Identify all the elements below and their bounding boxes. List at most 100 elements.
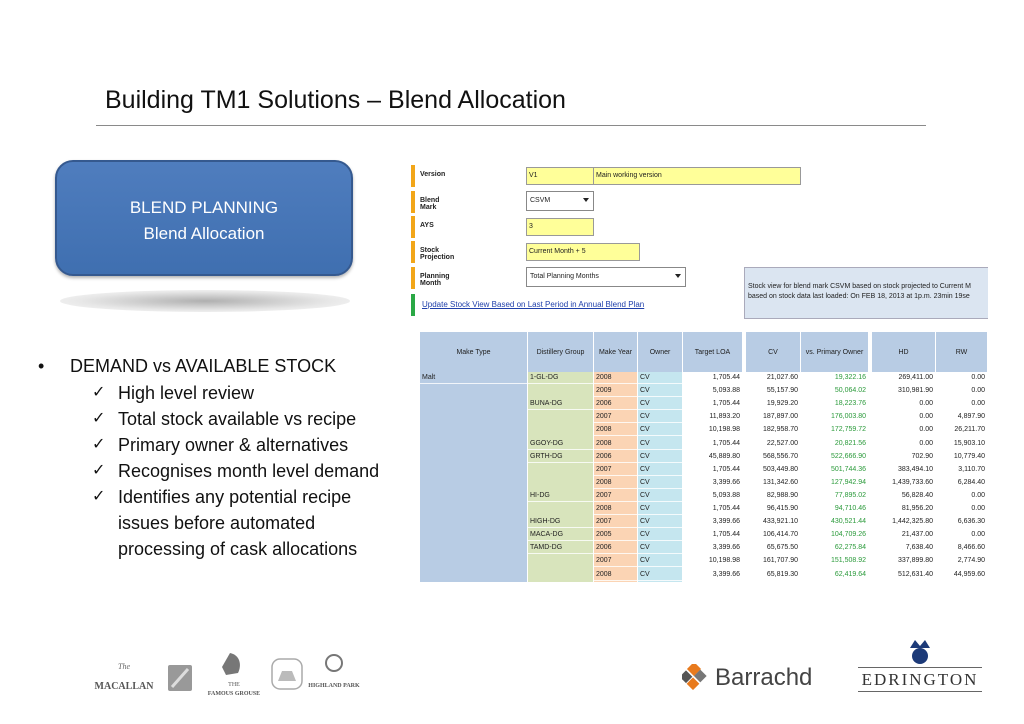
make-year-cell: 2008 (594, 503, 637, 515)
hd-cell: 337,899.80 (872, 555, 935, 568)
cv-cell: 106,414.70 (746, 529, 800, 542)
hd-cell: 56,828.40 (872, 490, 935, 502)
distillery-group-cell: HI-DG (528, 490, 593, 502)
make-year-cell: 2007 (594, 411, 637, 424)
hd-cell: 0.00 (872, 411, 935, 424)
rw-cell: 15,903.10 (936, 438, 987, 450)
check-item-text: Recognises month level demand (118, 461, 380, 481)
header-cv: CV (746, 332, 801, 372)
column-make-type (420, 372, 527, 582)
target-loa-cell: 45,889.80 (683, 451, 742, 463)
param-marker (411, 267, 415, 289)
rw-cell: 8,466.60 (936, 542, 987, 555)
header-vs-primary: vs. Primary Owner (801, 332, 869, 372)
cv-cell: 433,921.10 (746, 516, 800, 529)
vs-primary-owner-cell: 172,759.72 (801, 424, 868, 437)
famous-grouse-logo: THE FAMOUS GROUSE (208, 653, 260, 697)
distillery-group-cell: MACA-DG (528, 529, 593, 542)
target-loa-cell: 3,399.66 (683, 516, 742, 529)
cv-cell: 65,819.30 (746, 569, 800, 581)
owner-cell: CV (638, 424, 682, 437)
target-loa-cell: 11,893.20 (683, 411, 742, 424)
update-stock-view-link[interactable]: Update Stock View Based on Last Period i… (422, 300, 645, 309)
cv-cell: 131,342.60 (746, 477, 800, 489)
make-year-cell: 2008 (594, 569, 637, 581)
bullet-main-text: DEMAND vs AVAILABLE STOCK (70, 356, 337, 376)
check-item-text: High level review (118, 383, 255, 403)
check-icon: ✓ (92, 384, 106, 401)
header-rw: RW (936, 332, 988, 372)
column-hd (872, 372, 935, 582)
check-item: ✓Primary owner & alternatives (38, 432, 418, 458)
header-hd: HD (872, 332, 936, 372)
distillery-group-cell: HIGH-DG (528, 516, 593, 529)
vs-primary-owner-cell: 62,275.84 (801, 542, 868, 555)
version-label: Version (420, 171, 446, 178)
stock-info-box: Stock view for blend mark CSVM based on … (744, 267, 988, 319)
slide-title: Building TM1 Solutions – Blend Allocatio… (105, 86, 566, 114)
hd-cell: 81,956.20 (872, 503, 935, 515)
make-year-cell: 2005 (594, 529, 637, 542)
column-target (683, 372, 742, 582)
barrachd-mark-icon (682, 664, 707, 690)
header-owner: Owner (638, 332, 683, 372)
column-distillery (528, 372, 593, 582)
version-value[interactable]: V1 (526, 167, 594, 185)
check-item: ✓Identifies any potential recipe (38, 484, 418, 510)
vs-primary-owner-cell: 94,710.46 (801, 503, 868, 515)
hd-cell: 269,411.00 (872, 372, 935, 384)
target-loa-cell: 3,399.66 (683, 477, 742, 489)
hd-cell: 0.00 (872, 398, 935, 411)
chevron-down-icon (675, 274, 681, 278)
owner-cell: CV (638, 438, 682, 450)
owner-cell: CV (638, 398, 682, 411)
target-loa-cell: 5,093.88 (683, 490, 742, 502)
header-distillery: Distillery Group (528, 332, 594, 372)
tm1-spreadsheet: Version V1 Main working version Blend Ma… (408, 160, 988, 612)
check-icon: ✓ (92, 436, 106, 453)
blend-mark-label: Blend Mark (420, 197, 440, 211)
distillery-group-cell: BUNA-DG (528, 398, 593, 411)
cv-cell: 21,027.60 (746, 372, 800, 384)
bullet-main: • DEMAND vs AVAILABLE STOCK (38, 352, 418, 380)
target-loa-cell: 3,399.66 (683, 569, 742, 581)
vs-primary-owner-cell: 176,003.80 (801, 411, 868, 424)
macallan-logo: The MACALLAN (95, 662, 155, 692)
owner-cell: CV (638, 503, 682, 515)
rw-cell: 0.00 (936, 529, 987, 542)
stock-projection-label: Stock Projection (420, 247, 455, 261)
hd-cell: 512,631.40 (872, 569, 935, 581)
footer-brand-logos: The MACALLAN THE FAMOUS GROUSE HIGHLAND … (95, 653, 360, 697)
rw-cell: 0.00 (936, 385, 987, 398)
column-owner (638, 372, 682, 582)
stock-projection-value[interactable]: Current Month + 5 (526, 243, 640, 261)
cv-cell: 503,449.80 (746, 464, 800, 476)
cv-cell: 19,929.20 (746, 398, 800, 411)
make-type-cell: Malt (420, 372, 527, 384)
svg-text:The: The (118, 662, 130, 671)
hd-cell: 1,439,733.60 (872, 477, 935, 489)
make-year-cell: 2008 (594, 372, 637, 384)
highland-park-text: HIGHLAND PARK (308, 683, 360, 689)
owner-cell: CV (638, 516, 682, 529)
title-divider (96, 125, 926, 126)
chevron-down-icon (583, 198, 589, 202)
check-icon: ✓ (92, 410, 106, 427)
vs-primary-owner-cell: 522,666.90 (801, 451, 868, 463)
make-year-cell: 2008 (594, 477, 637, 489)
check-item-text: Total stock available vs recipe (118, 409, 357, 429)
rw-cell: 2,774.90 (936, 555, 987, 568)
column-make-year (594, 372, 637, 582)
make-year-cell: 2007 (594, 555, 637, 568)
blend-mark-dropdown[interactable]: CSVM (526, 191, 594, 211)
ays-value[interactable]: 3 (526, 218, 594, 236)
cv-cell: 161,707.90 (746, 555, 800, 568)
rw-cell: 0.00 (936, 372, 987, 384)
check-item: ✓Recognises month level demand (38, 458, 418, 484)
hd-cell: 1,442,325.80 (872, 516, 935, 529)
info-line2: based on stock data last loaded: On FEB … (748, 293, 970, 300)
planning-month-label: Planning Month (420, 273, 450, 287)
cv-cell: 96,415.90 (746, 503, 800, 515)
planning-month-dropdown[interactable]: Total Planning Months (526, 267, 686, 287)
hd-cell: 21,437.00 (872, 529, 935, 542)
